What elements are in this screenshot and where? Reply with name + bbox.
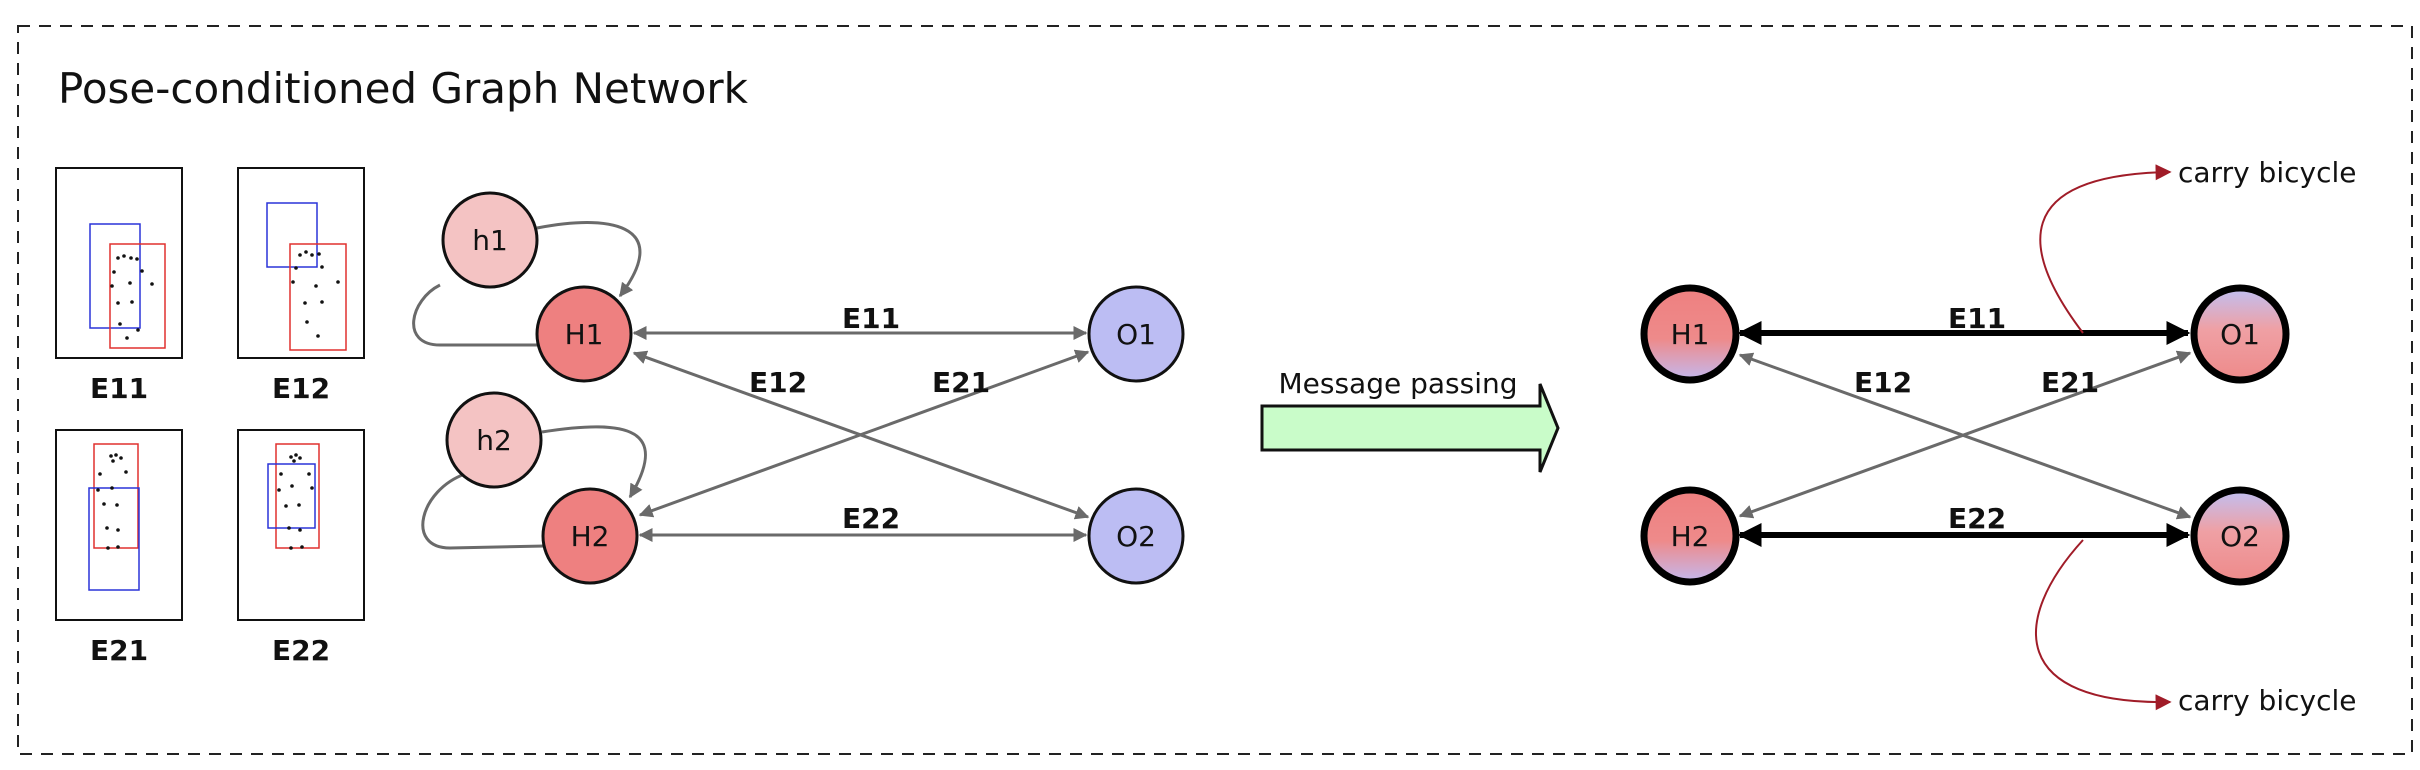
thumbnail-frame [55, 167, 183, 359]
edge-e21 [638, 349, 1090, 518]
node-H1-label: H1 [565, 318, 604, 351]
thumbnail-e22: E22 [237, 429, 365, 667]
node-H2: H2 [541, 487, 639, 585]
node-O1-right: O1 [2190, 284, 2290, 384]
thumbnail-e12: E12 [237, 167, 365, 405]
node-H2-right-label: H2 [1671, 520, 1710, 553]
human-box [289, 243, 347, 351]
keypoint-dots [291, 250, 340, 338]
edge-label-e12: E12 [749, 366, 807, 399]
node-O1: O1 [1087, 285, 1185, 383]
object-box [88, 487, 140, 591]
loop-h2-h2 [421, 472, 546, 550]
edge-label-e11: E11 [842, 302, 900, 335]
node-H1-right: H1 [1640, 284, 1740, 384]
arrow-h1-to-H1 [536, 221, 642, 298]
action-label-bottom: carry bicycle [2178, 684, 2356, 717]
object-box [89, 223, 141, 329]
node-h1-label: h1 [472, 224, 508, 257]
node-h2-label: h2 [476, 424, 512, 457]
arrow-h2-to-H2 [541, 425, 648, 499]
thumbnail-frame [237, 429, 365, 621]
edge-label-e21-right: E21 [2041, 366, 2099, 399]
human-box [275, 443, 320, 549]
thumbnail-e21: E21 [55, 429, 183, 667]
page-title: Pose-conditioned Graph Network [58, 64, 749, 113]
edge-e21-right [1738, 350, 2192, 519]
human-box [109, 243, 166, 349]
message-passing-arrow [1260, 383, 1560, 473]
thumbnail-label: E11 [90, 372, 148, 405]
message-passing-label: Message passing [1278, 367, 1517, 400]
node-O2-label: O2 [1116, 520, 1156, 553]
edge-label-e22: E22 [842, 502, 900, 535]
edge-label-e21: E21 [932, 366, 990, 399]
node-h2: h2 [445, 391, 543, 489]
node-H1-right-label: H1 [1671, 318, 1710, 351]
edge-label-e22-right: E22 [1948, 502, 2006, 535]
node-H2-right: H2 [1640, 486, 1740, 586]
node-O1-label: O1 [1116, 318, 1156, 351]
keypoint-dots [96, 453, 128, 550]
human-box [93, 443, 139, 549]
node-H1: H1 [535, 285, 633, 383]
thumbnail-label: E12 [272, 372, 330, 405]
outer-frame [17, 25, 2413, 755]
node-O2: O2 [1087, 487, 1185, 585]
edge-label-e12-right: E12 [1854, 366, 1912, 399]
node-O2-right-label: O2 [2220, 520, 2260, 553]
thumbnail-frame [55, 429, 183, 621]
edge-label-e11-right: E11 [1948, 302, 2006, 335]
node-O1-right-label: O1 [2220, 318, 2260, 351]
loop-h1-h1 [412, 283, 538, 347]
node-H2-label: H2 [571, 520, 610, 553]
thumbnail-frame [237, 167, 365, 359]
node-h1: h1 [441, 191, 539, 289]
action-curve-top [2039, 164, 2172, 334]
thumbnail-e11: E11 [55, 167, 183, 405]
thumbnail-label: E22 [272, 634, 330, 667]
thumbnail-label: E21 [90, 634, 148, 667]
keypoint-dots [110, 254, 154, 340]
object-box [266, 202, 318, 268]
object-box [267, 463, 316, 529]
action-curve-bottom [2035, 539, 2172, 711]
node-O2-right: O2 [2190, 486, 2290, 586]
keypoint-dots [277, 453, 314, 550]
action-label-top: carry bicycle [2178, 156, 2356, 189]
